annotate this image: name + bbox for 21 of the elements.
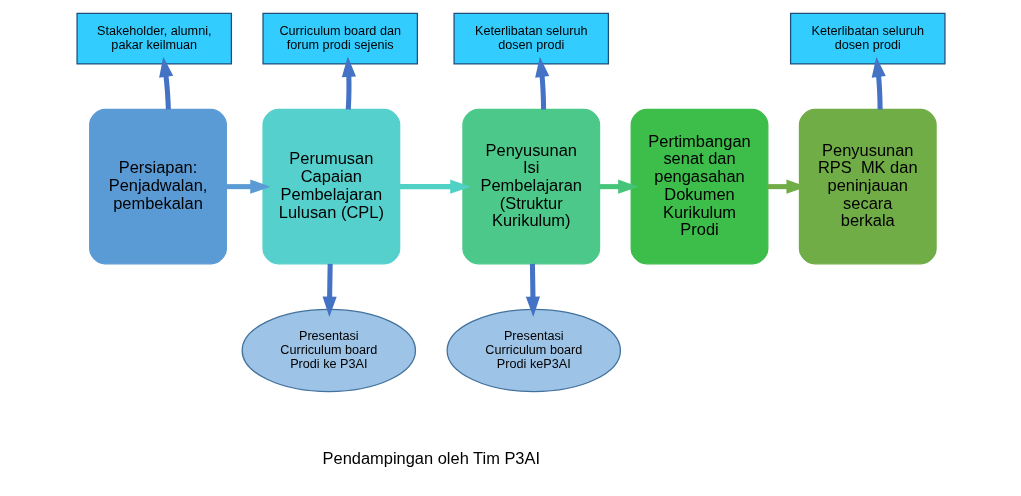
node-ellipse: Presentasi Curriculum board Prodi keP3AI (445, 308, 621, 393)
arrow (225, 179, 271, 194)
node-box: Pertimbangan senat dan pengasahan Dokumen Kurikulum Prodi (630, 108, 768, 265)
arrow (322, 263, 337, 317)
arrow (525, 263, 540, 317)
node-box: Penyusunan RPS MK dan peninjauan secara berkala (798, 108, 937, 265)
arrow (599, 179, 638, 194)
arrow (158, 56, 173, 110)
arrow (399, 179, 471, 194)
node-box: Stakeholder, alumni, pakar keilmuan (75, 12, 232, 65)
node-box: Curriculum board dan forum prodi sejenis (261, 12, 418, 65)
node-box: Keterlibatan seluruh dosen prodi (789, 12, 946, 65)
node-box: Persiapan: Penjadwalan, pembekalan (88, 108, 227, 265)
node-box: Perumusan Capaian Pembelajaran Lulusan (CPL) (261, 108, 400, 265)
arrow (341, 56, 356, 110)
node-box: Keterlibatan seluruh dosen prodi (452, 12, 609, 65)
label: Pendampingan oleh Tim P3AI (322, 449, 540, 468)
arrow (534, 56, 549, 110)
node-ellipse: Presentasi Curriculum board Prodi ke P3AI (241, 308, 416, 393)
node-box: Penyusunan Isi Pembelajaran (Struktur Kurikulum) (461, 108, 600, 265)
arrow (871, 56, 886, 110)
